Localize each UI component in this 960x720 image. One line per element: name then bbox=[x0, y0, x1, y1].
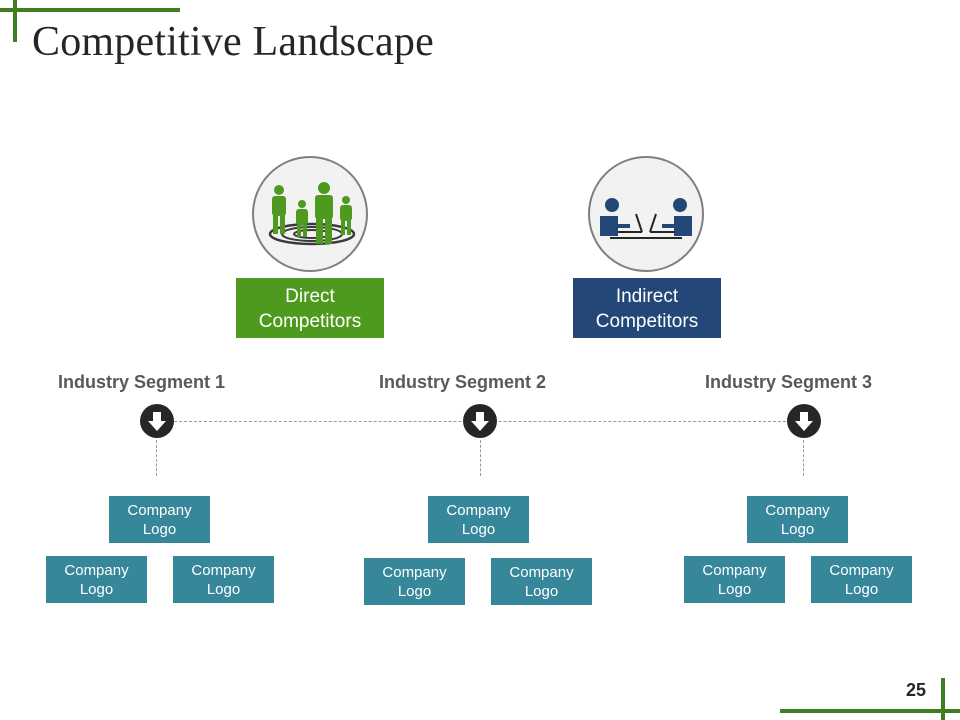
logo-line2: Logo bbox=[780, 520, 815, 538]
segment-2-title: Industry Segment 2 bbox=[379, 372, 547, 392]
indirect-label-line1: Indirect bbox=[615, 286, 679, 307]
logo-line1: Company bbox=[127, 501, 192, 519]
segment-2-drop-line bbox=[480, 440, 481, 476]
logo-line2: Logo bbox=[397, 582, 432, 600]
logo-line2: Logo bbox=[79, 580, 114, 598]
segment-1-company-logo-right: Company Logo bbox=[173, 556, 274, 603]
segment-1-drop-line bbox=[156, 440, 157, 476]
top-corner-vertical-line bbox=[13, 0, 17, 42]
logo-line1: Company bbox=[829, 561, 894, 579]
slide-title: Competitive Landscape bbox=[32, 19, 434, 65]
logo-line2: Logo bbox=[717, 580, 752, 598]
segment-1-company-logo-top: Company Logo bbox=[109, 496, 210, 543]
direct-competitors-icon-circle bbox=[252, 156, 368, 272]
logo-line1: Company bbox=[191, 561, 256, 579]
indirect-competitors-label: Indirect Competitors bbox=[573, 278, 721, 338]
segment-3-drop-line bbox=[803, 440, 804, 476]
logo-line2: Logo bbox=[206, 580, 241, 598]
indirect-competitors-icon-circle bbox=[588, 156, 704, 272]
segment-3-company-logo-right: Company Logo bbox=[811, 556, 912, 603]
indirect-label-line2: Competitors bbox=[595, 311, 699, 332]
segment-2-company-logo-top: Company Logo bbox=[428, 496, 529, 543]
direct-label-line2: Competitors bbox=[258, 311, 362, 332]
logo-line2: Logo bbox=[524, 582, 559, 600]
negotiation-icon bbox=[600, 198, 692, 239]
logo-line1: Company bbox=[446, 501, 511, 519]
logo-line2: Logo bbox=[461, 520, 496, 538]
segment-1-title: Industry Segment 1 bbox=[58, 372, 226, 392]
logo-line1: Company bbox=[64, 561, 129, 579]
direct-competitors-label: Direct Competitors bbox=[236, 278, 384, 338]
bottom-corner-horizontal-line bbox=[780, 709, 960, 713]
segment-3-title: Industry Segment 3 bbox=[705, 372, 873, 392]
direct-label-line1: Direct bbox=[285, 286, 335, 307]
segment-3-company-logo-top: Company Logo bbox=[747, 496, 848, 543]
segment-1-arrow-icon bbox=[140, 404, 174, 438]
segment-3-company-logo-left: Company Logo bbox=[684, 556, 785, 603]
logo-line1: Company bbox=[382, 563, 447, 581]
logo-line2: Logo bbox=[844, 580, 879, 598]
page-number: 25 bbox=[905, 680, 926, 700]
segment-1-company-logo-left: Company Logo bbox=[46, 556, 147, 603]
group-target-icon bbox=[268, 182, 356, 246]
bottom-corner-vertical-line bbox=[941, 678, 945, 720]
logo-line1: Company bbox=[765, 501, 830, 519]
logo-line1: Company bbox=[509, 563, 574, 581]
logo-line2: Logo bbox=[142, 520, 177, 538]
top-corner-horizontal-line bbox=[0, 8, 180, 12]
segment-2-arrow-icon bbox=[463, 404, 497, 438]
segment-3-arrow-icon bbox=[787, 404, 821, 438]
logo-line1: Company bbox=[702, 561, 767, 579]
segment-2-company-logo-right: Company Logo bbox=[491, 558, 592, 605]
segment-2-company-logo-left: Company Logo bbox=[364, 558, 465, 605]
